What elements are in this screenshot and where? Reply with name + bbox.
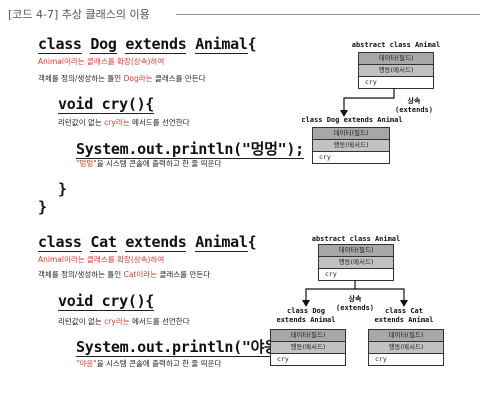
dog-note-extends: Animal이라는 클래스를 확장(상속)하여 <box>38 56 164 67</box>
methods-row: 행동(메서드) <box>319 257 393 269</box>
note-text: 을 시스템 콘솔에 출력하고 한 줄 띄운다 <box>96 159 222 168</box>
cat-method-declaration: void cry(){ <box>58 292 155 311</box>
diagram2-dog-box: 데이터(필드) 행동(메서드) cry <box>270 329 346 366</box>
note-highlight: "야옹" <box>76 359 97 368</box>
dog-print-statement: System.out.println("멍멍"); <box>76 138 304 159</box>
note-text: 리턴값이 없는 <box>58 118 105 127</box>
diagram2-dog-title: class Dog extends Animal <box>266 307 346 325</box>
methods-row: 행동(메서드) <box>359 65 433 77</box>
cat-class-declaration: class Cat extends Animal{ <box>38 233 257 252</box>
note-text: Animal이라는 클래스를 확장(상속)하여 <box>38 255 165 264</box>
keyword-extends: extends <box>125 35 187 54</box>
keyword-class: class <box>38 233 82 252</box>
diagram2-inheritance-arrows <box>302 280 408 307</box>
cry-row: cry <box>359 77 433 88</box>
print-code: System.out.println("멍멍"); <box>76 140 304 159</box>
note-highlight: cry라는 <box>104 317 130 326</box>
cat-print-note: "야옹"을 시스템 콘솔에 출력하고 한 줄 띄운다 <box>76 358 221 369</box>
methods-row: 행동(메서드) <box>369 342 443 354</box>
section-heading: [코드 4-7] 추상 클래스의 이용 <box>8 8 150 21</box>
dog-note-class: 객체를 정의/생성하는 틀인 Dog라는 클래스를 만든다 <box>38 73 206 84</box>
methods-row: 행동(메서드) <box>271 342 345 354</box>
diagram1-child-title: class Dog extends Animal <box>301 116 403 124</box>
fields-row: 데이터(필드) <box>313 128 389 140</box>
arrow-label-extends: (extends) <box>336 304 374 312</box>
class-name: Cat <box>90 233 117 252</box>
cry-row: cry <box>369 354 443 365</box>
diagram1-parent-box: 데이터(필드) 행동(메서드) cry <box>358 52 434 89</box>
diagram1-parent-title: abstract class Animal <box>351 41 441 49</box>
diagram1-arrow-label: 상속 (extends) <box>393 97 435 115</box>
cat-note-extends: Animal이라는 클래스를 확장(상속)하여 <box>38 254 164 265</box>
note-text: 리턴값이 없는 <box>58 317 105 326</box>
arrow-label-extends: (extends) <box>395 106 433 114</box>
dog-method-note: 리턴값이 없는 cry라는 메서드를 선언한다 <box>58 117 190 128</box>
method-code: void cry(){ <box>58 292 155 311</box>
title-line: extends Animal <box>374 316 434 324</box>
class-name: Dog <box>90 35 117 54</box>
note-highlight: cry라는 <box>104 118 130 127</box>
keyword-class: class <box>38 35 82 54</box>
diagram1-child-box: 데이터(필드) 행동(메서드) cry <box>312 127 390 164</box>
diagram2-parent-title: abstract class Animal <box>311 235 401 243</box>
dog-method-close-brace: } <box>58 180 68 198</box>
dog-print-note: "멍멍"을 시스템 콘솔에 출력하고 한 줄 띄운다 <box>76 158 221 169</box>
note-text: 클래스를 만든다 <box>157 270 211 279</box>
title-line: extends Animal <box>276 316 336 324</box>
dog-class-close-brace: } <box>38 198 48 216</box>
note-highlight: Dog라는 <box>123 74 153 83</box>
fields-row: 데이터(필드) <box>271 330 345 342</box>
parent-class-name: Animal <box>195 35 248 54</box>
arrow-label-korean: 상속 <box>348 295 362 303</box>
note-text: 객체를 정의/생성하는 틀인 <box>38 270 124 279</box>
diagram1-inheritance-arrow <box>340 88 395 117</box>
methods-row: 행동(메서드) <box>313 140 389 152</box>
fields-row: 데이터(필드) <box>359 53 433 65</box>
note-text: 메서드를 선언한다 <box>129 317 190 326</box>
open-brace: { <box>247 233 257 251</box>
print-code: System.out.println("야옹"); <box>76 338 304 357</box>
title-line: class Dog <box>287 307 325 315</box>
cat-method-note: 리턴값이 없는 cry라는 메서드를 선언한다 <box>58 316 190 327</box>
note-highlight: Cat이라는 <box>123 270 158 279</box>
parent-class-name: Animal <box>195 233 248 252</box>
diagram2-parent-box: 데이터(필드) 행동(메서드) cry <box>318 244 394 281</box>
note-text: 을 시스템 콘솔에 출력하고 한 줄 띄운다 <box>96 359 222 368</box>
fields-row: 데이터(필드) <box>369 330 443 342</box>
note-highlight: "멍멍" <box>76 159 97 168</box>
diagram2-arrow-label: 상속 (extends) <box>334 295 376 313</box>
title-line: class Cat <box>385 307 423 315</box>
cry-row: cry <box>313 152 389 163</box>
dog-class-declaration: class Dog extends Animal{ <box>38 35 257 54</box>
keyword-extends: extends <box>125 233 187 252</box>
cry-row: cry <box>319 269 393 280</box>
arrow-label-korean: 상속 <box>407 97 421 105</box>
note-text: 객체를 정의/생성하는 틀인 <box>38 74 124 83</box>
cat-print-statement: System.out.println("야옹"); <box>76 336 304 357</box>
cry-row: cry <box>271 354 345 365</box>
cat-note-class: 객체를 정의/생성하는 틀인 Cat이라는 클래스를 만든다 <box>38 269 210 280</box>
diagram2-cat-title: class Cat extends Animal <box>364 307 444 325</box>
note-text: Animal이라는 클래스를 확장(상속)하여 <box>38 57 165 66</box>
heading-rule <box>176 14 480 15</box>
dog-method-declaration: void cry(){ <box>58 95 155 114</box>
method-code: void cry(){ <box>58 95 155 114</box>
note-text: 클래스를 만든다 <box>152 74 206 83</box>
open-brace: { <box>247 35 257 53</box>
diagram2-cat-box: 데이터(필드) 행동(메서드) cry <box>368 329 444 366</box>
fields-row: 데이터(필드) <box>319 245 393 257</box>
note-text: 메서드를 선언한다 <box>129 118 190 127</box>
